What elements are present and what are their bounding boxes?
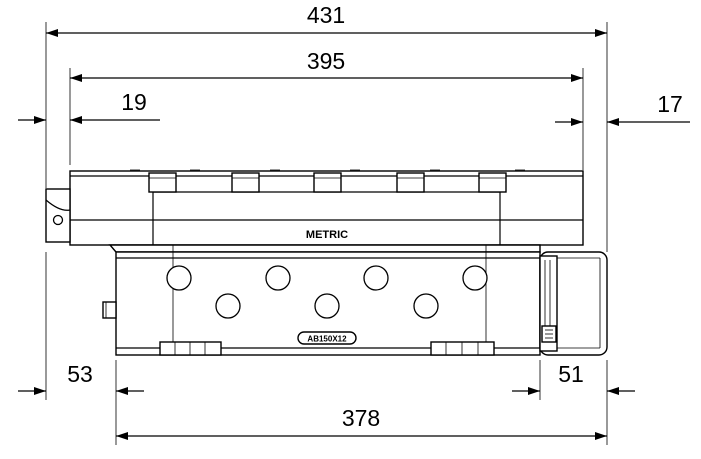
mounting-hole [462,265,488,291]
dimension-inner-width: 395 [70,48,583,82]
dimension-overall-width: 431 [46,2,607,37]
dimension-right-bottom-offset-value: 51 [558,361,584,387]
mounting-hole [265,265,291,291]
dimension-overall-width-value: 431 [307,2,345,28]
dimension-right-bottom-offset: 51 [512,361,635,395]
code-plate-label: AB150X12 [307,335,347,344]
top-rail-assembly: METRIC [45,169,584,246]
dimension-left-offset-value: 19 [121,89,147,115]
mounting-hole [314,293,340,319]
base-feet [159,341,495,356]
rail-clip [313,172,342,193]
dimension-base-width-value: 378 [342,405,380,431]
rail-clip [148,172,177,193]
mounting-hole [166,265,192,291]
dimension-left-bottom-offset-value: 53 [67,361,93,387]
dimension-inner-width-value: 395 [307,48,345,74]
metric-label: METRIC [306,229,348,241]
dimension-base-width: 378 [116,405,607,440]
code-plate [297,331,357,345]
foot [159,341,222,356]
side-connector [102,301,117,319]
rail-clip [231,172,260,193]
extension-lines [45,22,608,445]
mounting-hole [413,293,439,319]
dimension-right-offset: 17 [555,91,690,126]
rail-clip [396,172,425,193]
dimension-left-bottom-offset: 53 [18,361,144,395]
latch-pin-icon [52,214,64,226]
rail-clip [478,172,507,193]
right-end-block [539,251,608,356]
dimension-right-offset-value: 17 [657,91,683,117]
mounting-hole [363,265,389,291]
dimension-left-offset: 19 [18,89,160,124]
mounting-holes [166,265,488,319]
mounting-hole [215,293,241,319]
foot [430,341,495,356]
rail-clips [148,172,507,193]
base-assembly: AB150X12 [102,244,541,356]
